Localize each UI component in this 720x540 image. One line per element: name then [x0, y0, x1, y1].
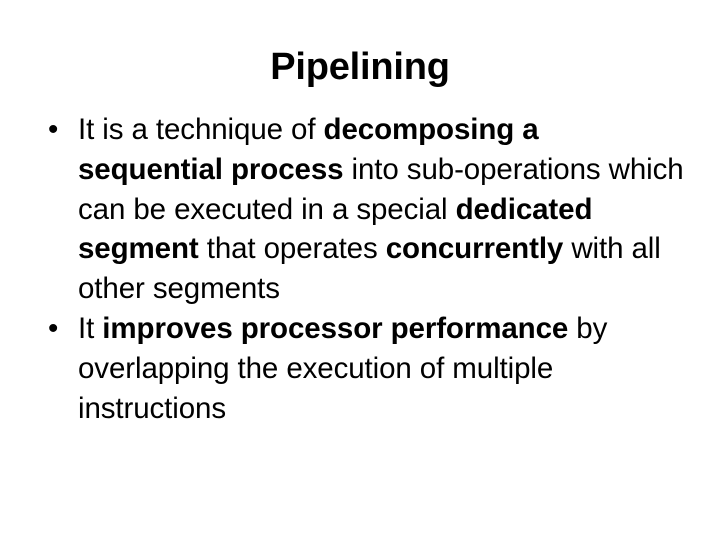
- bullet-text: It improves processor performance by ove…: [78, 311, 608, 425]
- bullet-icon: •: [48, 311, 59, 345]
- bullet-icon: •: [48, 113, 59, 146]
- bullet-list: • It is a technique of decomposing a seq…: [40, 110, 688, 428]
- list-item: • It is a technique of decomposing a seq…: [40, 110, 688, 309]
- bullet-text: It is a technique of decomposing a seque…: [78, 113, 684, 306]
- page-title: Pipelining: [270, 46, 450, 88]
- list-item: • It improves processor performance by o…: [40, 309, 688, 428]
